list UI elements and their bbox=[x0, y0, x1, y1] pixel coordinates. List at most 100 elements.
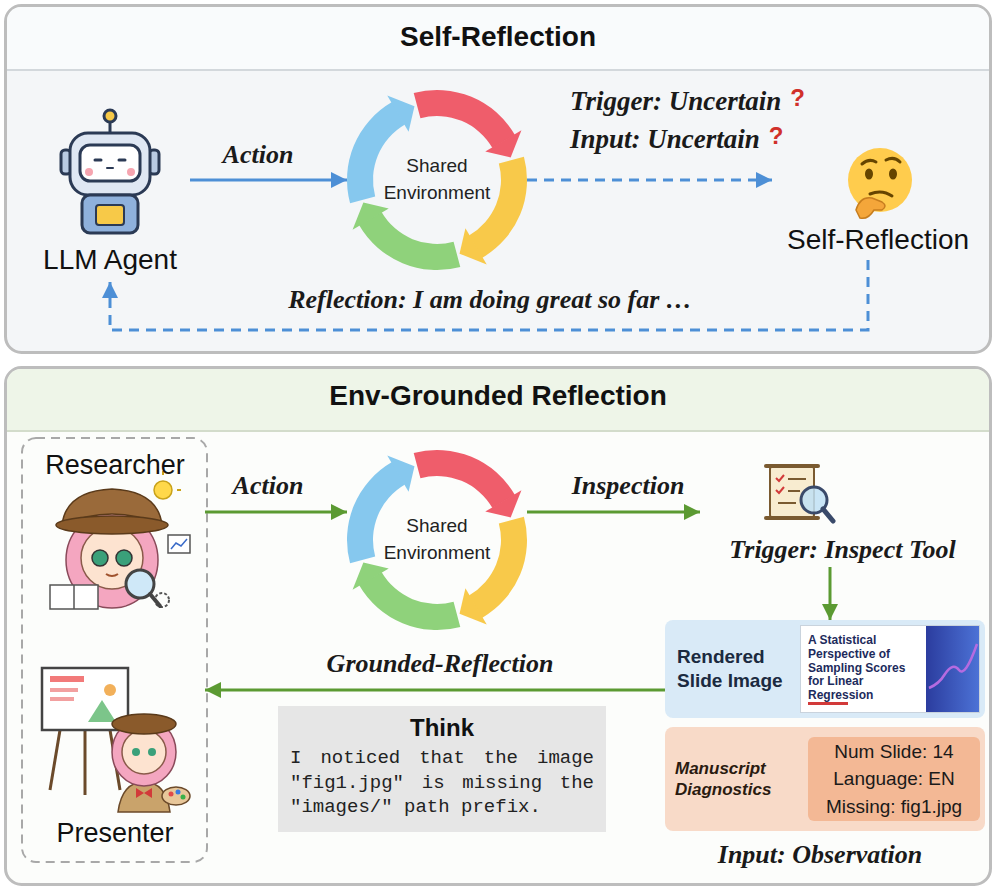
inspect-tool-icon bbox=[766, 464, 818, 468]
flow-arrow bbox=[205, 511, 347, 514]
presenter-illustration bbox=[112, 714, 176, 734]
edge-label: Action bbox=[223, 140, 294, 170]
diagnostics-box: Manuscript DiagnosticsNum Slide: 14Langu… bbox=[665, 727, 985, 831]
panel-frame bbox=[7, 7, 989, 69]
role-group-frame bbox=[22, 438, 207, 862]
panel-frame bbox=[7, 410, 989, 430]
node-text: Shared Environment bbox=[373, 153, 501, 206]
slide-curve bbox=[929, 644, 977, 688]
environment-cycle: Shared Environment bbox=[347, 450, 527, 630]
thinking-face-emoji bbox=[865, 169, 873, 180]
annotation-text: Trigger: Uncertain bbox=[570, 86, 781, 117]
inspect-tool-icon bbox=[766, 516, 818, 520]
presenter-illustration bbox=[132, 748, 140, 756]
panel-frame bbox=[7, 50, 989, 69]
panel-frame bbox=[6, 368, 991, 885]
node-text: Trigger: Inspect Tool bbox=[729, 535, 955, 565]
robot-icon bbox=[95, 159, 101, 162]
presenter-illustration bbox=[181, 795, 186, 800]
presenter-illustration bbox=[162, 787, 190, 805]
diagnostics-values: Num Slide: 14Language: ENMissing: fig1.j… bbox=[808, 737, 980, 821]
researcher-illustration bbox=[56, 516, 168, 534]
panel: Env-Grounded ReflectionResearcherPresent… bbox=[4, 366, 992, 886]
panel-frame bbox=[6, 6, 991, 353]
edge-label: Inspection bbox=[572, 471, 685, 501]
cycle-arrowhead bbox=[460, 588, 487, 624]
cycle-arrows bbox=[347, 90, 527, 270]
node-text: Rendered Slide Image bbox=[677, 645, 790, 693]
inspect-tool-icon bbox=[788, 490, 800, 492]
presenter-illustration bbox=[122, 730, 166, 774]
presenter-role: Presenter bbox=[25, 650, 205, 855]
cycle-arc bbox=[414, 90, 515, 148]
flow-arrow bbox=[110, 260, 868, 330]
researcher-illustration bbox=[177, 489, 181, 491]
presenter-illustration bbox=[84, 730, 87, 795]
flow-arrow bbox=[527, 511, 700, 514]
question-mark: ? bbox=[769, 122, 784, 150]
cycle-arc bbox=[469, 517, 527, 618]
node-text: LLM Agent bbox=[43, 244, 177, 276]
annotation-text: Input: Uncertain bbox=[570, 124, 760, 155]
researcher-illustration bbox=[116, 550, 132, 566]
agent-node: LLM Agent bbox=[30, 110, 190, 282]
cycle-arc bbox=[359, 572, 460, 630]
slide-thumbnail: A Statistical Perspective of Sampling Sc… bbox=[800, 625, 980, 713]
researcher-illustration bbox=[168, 535, 190, 553]
panel-frame bbox=[7, 69, 989, 71]
researcher-illustration bbox=[171, 539, 187, 549]
cycle-arrowhead bbox=[460, 228, 487, 264]
panel-frame bbox=[7, 369, 989, 430]
cycle-arc bbox=[414, 450, 515, 508]
presenter-illustration bbox=[136, 788, 152, 798]
robot-icon bbox=[104, 110, 116, 122]
robot-icon bbox=[61, 110, 159, 233]
edge-label: Reflection: I am doing great so far … bbox=[288, 285, 692, 315]
reflection-node: Self-Reflection bbox=[772, 146, 984, 260]
slide-rule bbox=[808, 702, 848, 705]
thinking-face-emoji bbox=[889, 169, 897, 180]
cycle-arc bbox=[469, 157, 527, 258]
cycle-arrowhead bbox=[387, 456, 414, 492]
node-text: Self-Reflection bbox=[787, 224, 969, 256]
presenter-illustration bbox=[50, 688, 78, 692]
node-text: Num Slide: 14 bbox=[834, 738, 953, 766]
presenter-illustration bbox=[169, 792, 174, 797]
robot-icon bbox=[96, 205, 124, 225]
presenter-illustration bbox=[50, 697, 74, 701]
annotation-text: Input: Observation bbox=[718, 840, 922, 870]
robot-icon bbox=[82, 195, 138, 233]
panel-frame bbox=[7, 430, 989, 432]
researcher-illustration bbox=[73, 585, 75, 609]
thinking-face-emoji bbox=[870, 192, 892, 196]
robot-icon bbox=[127, 168, 135, 176]
robot-icon bbox=[80, 145, 140, 181]
inspect-tool-icon bbox=[766, 466, 833, 521]
inspect-tool-icon bbox=[778, 502, 796, 504]
flow-arrow bbox=[205, 689, 665, 692]
node-text: A Statistical Perspective of Sampling Sc… bbox=[808, 634, 924, 703]
think-box: ThinkI noticed that the image "fig1.jpg"… bbox=[278, 706, 606, 832]
question-mark: ? bbox=[790, 84, 805, 112]
flow-arrow bbox=[527, 179, 772, 182]
thinking-face-emoji bbox=[886, 158, 900, 162]
edge-label: Action bbox=[233, 471, 304, 501]
researcher-illustration bbox=[92, 550, 108, 566]
node-text: Think bbox=[290, 714, 594, 742]
node-text: Shared Environment bbox=[373, 513, 501, 566]
cycle-arrowhead bbox=[353, 563, 389, 590]
edge-label: Grounded-Reflection bbox=[327, 649, 554, 679]
robot-icon bbox=[119, 159, 125, 162]
thinking-face-emoji bbox=[862, 160, 876, 164]
thinking-face-emoji bbox=[856, 198, 885, 219]
cycle-arrowhead bbox=[387, 96, 414, 132]
researcher-role: Researcher bbox=[25, 444, 205, 620]
inspect-tool-icon bbox=[776, 475, 784, 481]
presenter-illustration bbox=[176, 790, 181, 795]
inspect-tool-node: Trigger: Inspect Tool bbox=[700, 470, 985, 567]
presenter-illustration bbox=[50, 730, 60, 790]
robot-icon bbox=[85, 168, 93, 176]
researcher-illustration bbox=[154, 481, 172, 499]
inspect-tool-icon bbox=[788, 478, 806, 480]
